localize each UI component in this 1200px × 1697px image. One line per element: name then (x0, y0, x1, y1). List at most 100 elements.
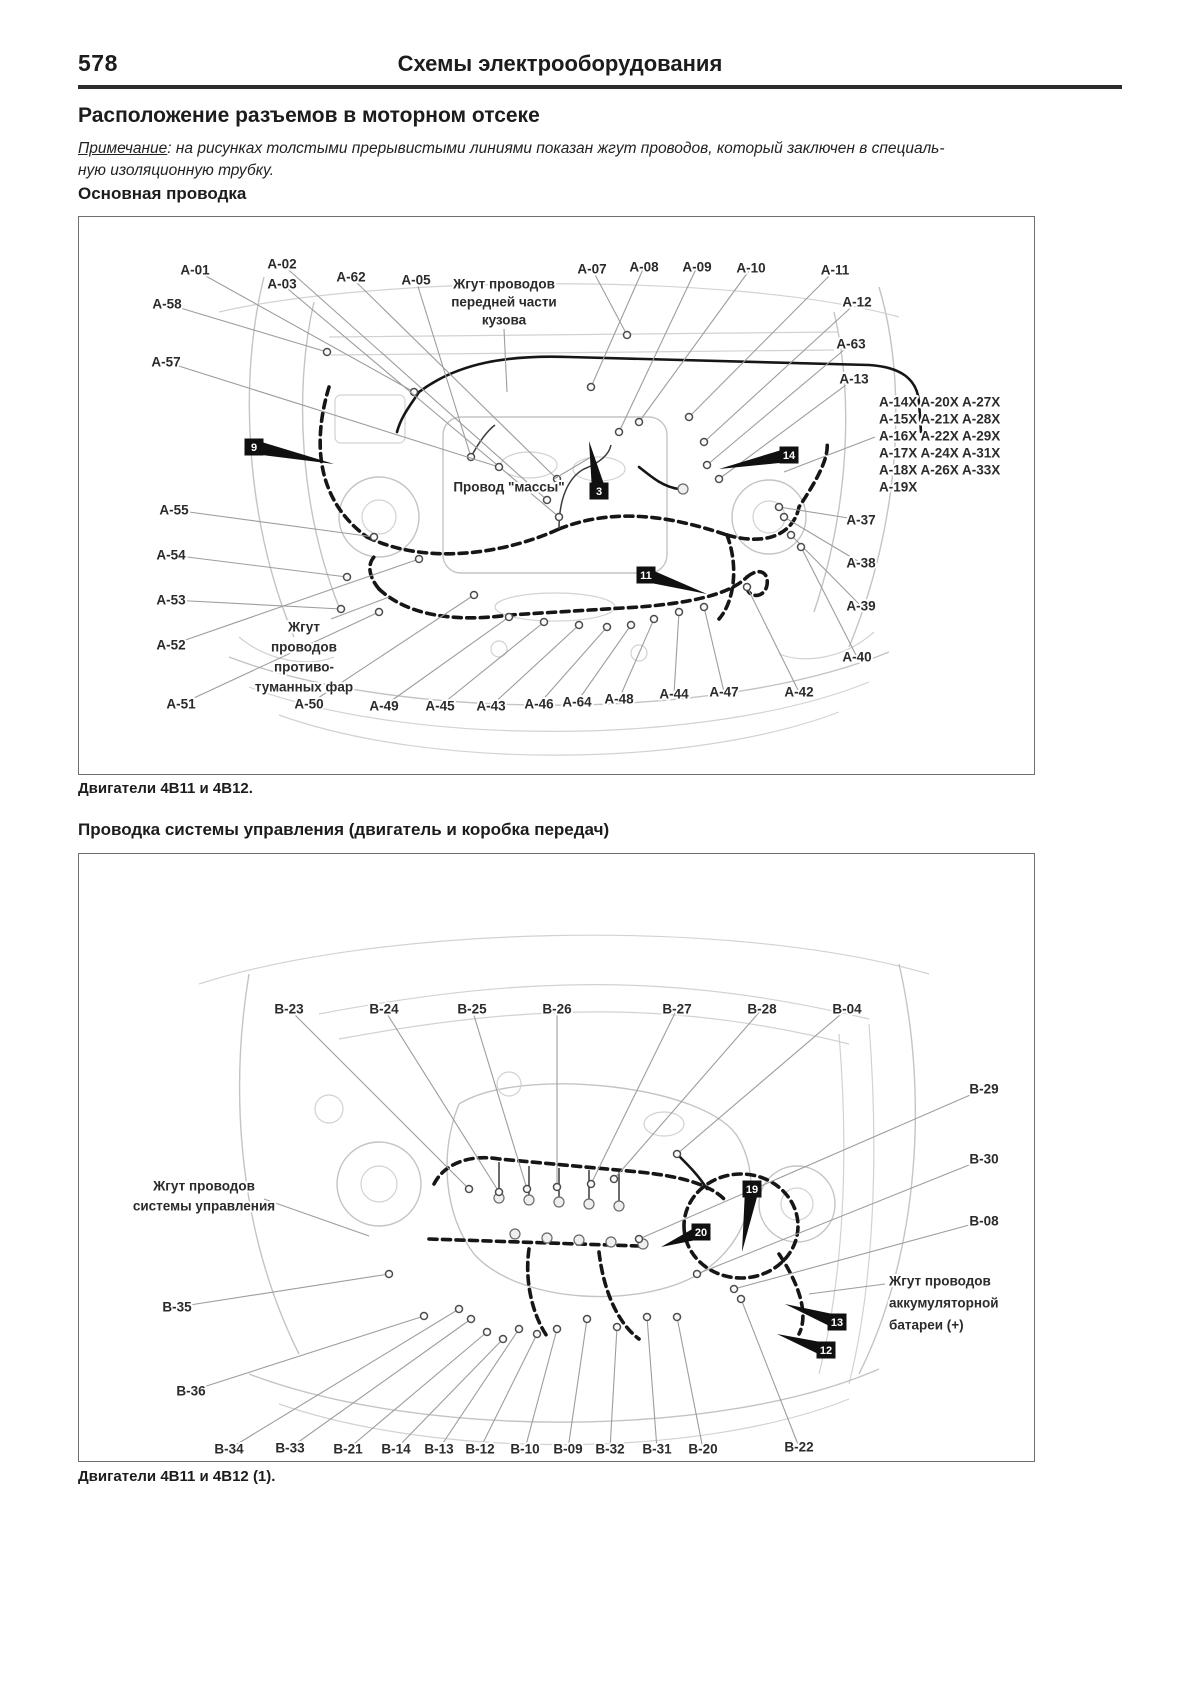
connector-label: B-33 (275, 1441, 305, 1456)
diagram-annotation: Жгут проводов (888, 1274, 991, 1289)
connector-label: B-10 (510, 1442, 539, 1457)
callout-arrow (777, 1334, 829, 1357)
connector-label: A-39 (846, 599, 875, 614)
note-line-1: Примечание: на рисунках толстыми прерыви… (78, 138, 1124, 160)
diagram-annotation: противо- (274, 660, 334, 675)
connector-label: B-04 (832, 1002, 862, 1017)
connector-label: A-58 (152, 297, 182, 312)
connector-label: B-23 (274, 1002, 304, 1017)
note-label: Примечание (78, 140, 168, 157)
note-line-2: ную изоляционную трубку. (78, 162, 275, 179)
connector-label: A-11 (821, 263, 850, 278)
callout-arrow (252, 440, 334, 464)
diagram1-caption: Двигатели 4В11 и 4В12. (78, 780, 253, 797)
connector-label: A-13 (839, 372, 869, 387)
connector-label: B-35 (162, 1300, 192, 1315)
note: Примечание: на рисунках толстыми прерыви… (78, 138, 1124, 182)
diagram-annotation: Жгут (287, 620, 320, 635)
connector-label: A-40 (842, 650, 871, 665)
callout-number-box (827, 1313, 847, 1331)
connector-label: A-48 (604, 692, 634, 707)
connector-label: A-02 (267, 257, 296, 272)
diagram-annotation: системы управления (133, 1199, 275, 1214)
connector-label: B-25 (457, 1002, 487, 1017)
connector-label: A-42 (784, 685, 813, 700)
photo-marker-number: 11 (640, 570, 652, 582)
connector-label: B-20 (688, 1442, 717, 1457)
connector-label: A-62 (336, 270, 365, 285)
connector-group-line: A-17X A-24X A-31X (879, 446, 1000, 461)
connector-label: A-38 (846, 556, 876, 571)
connector-label: A-57 (151, 355, 180, 370)
photo-marker-number: 20 (695, 1227, 707, 1239)
connector-label: B-14 (381, 1442, 411, 1457)
connector-label: A-64 (562, 695, 592, 710)
connector-label: A-43 (476, 699, 506, 714)
diagram-annotation: передней части (451, 295, 556, 310)
photo-marker-number: 14 (783, 450, 796, 462)
callout-arrow (785, 1304, 840, 1329)
connector-group-line: A-16X A-22X A-29X (879, 429, 1000, 444)
connector-label: A-46 (524, 697, 554, 712)
callout-arrow (742, 1187, 759, 1252)
connector-label: A-09 (682, 260, 711, 275)
connector-label: A-54 (156, 548, 186, 563)
callout-number-box (636, 566, 656, 584)
connector-label: B-29 (969, 1082, 998, 1097)
diagram-annotation: Провод "массы" (453, 480, 564, 495)
page-header: 578 Схемы электрооборудования (78, 50, 1122, 89)
photo-marker-number: 9 (251, 442, 257, 454)
connector-label: B-32 (595, 1442, 624, 1457)
connector-label: A-10 (736, 261, 765, 276)
connector-label: A-05 (401, 273, 431, 288)
connector-label: A-55 (159, 503, 189, 518)
callout-number-box (742, 1180, 762, 1198)
diagram-annotation: аккумуляторной (889, 1296, 999, 1311)
connector-label: A-45 (425, 699, 455, 714)
connector-group-line: A-18X A-26X A-33X (879, 463, 1000, 478)
connector-label: A-50 (294, 697, 323, 712)
callout-arrow (719, 448, 791, 469)
connector-label: A-49 (369, 699, 398, 714)
connector-label: B-31 (642, 1442, 672, 1457)
callout-arrow (643, 568, 707, 594)
connector-label: A-52 (156, 638, 185, 653)
callout-number-box (244, 438, 264, 456)
callout-number-box (589, 482, 609, 500)
connector-label: B-28 (747, 1002, 777, 1017)
connector-label: A-07 (577, 262, 606, 277)
callout-number-box (779, 446, 799, 464)
connector-label: A-01 (180, 263, 210, 278)
diagram2-caption: Двигатели 4В11 и 4В12 (1). (78, 1468, 276, 1485)
diagram-annotation: батареи (+) (889, 1318, 964, 1333)
connector-label: B-09 (553, 1442, 582, 1457)
connector-label: B-22 (784, 1440, 813, 1455)
diagram-annotation: кузова (482, 313, 527, 328)
section1-heading: Основная проводка (78, 184, 247, 203)
car-body-art (218, 276, 900, 756)
connector-label: A-44 (659, 687, 689, 702)
connector-label: A-03 (267, 277, 297, 292)
connector-label: A-08 (629, 260, 659, 275)
connector-label: A-53 (156, 593, 186, 608)
page-title: Расположение разъемов в моторном отсеке (78, 104, 540, 127)
photo-marker-number: 19 (746, 1184, 758, 1196)
connector-label: B-27 (662, 1002, 691, 1017)
connector-label: B-12 (465, 1442, 494, 1457)
diagram-annotation: Жгут проводов (452, 277, 555, 292)
connector-label: B-26 (542, 1002, 572, 1017)
header-title: Схемы электрооборудования (397, 51, 723, 76)
connector-label: A-51 (166, 697, 196, 712)
note-text: : на рисунках толстыми прерывистыми лини… (167, 140, 945, 157)
photo-marker-number: 3 (596, 486, 602, 498)
photo-marker-number: 12 (820, 1345, 832, 1357)
connector-group-line: A-19X (879, 480, 917, 495)
connector-label: B-34 (214, 1442, 244, 1457)
connector-label: A-47 (709, 685, 738, 700)
page-number: 578 (78, 50, 118, 76)
diagram-annotation: Жгут проводов (152, 1179, 255, 1194)
connector-label: A-37 (846, 513, 875, 528)
